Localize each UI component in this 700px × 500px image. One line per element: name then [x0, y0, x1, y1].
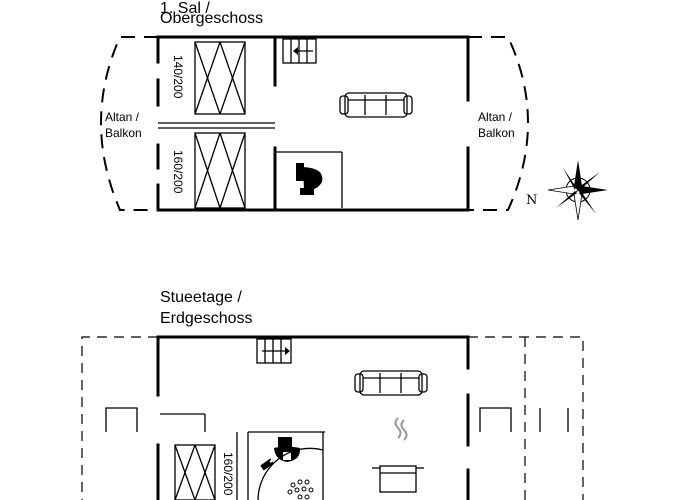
cooking-pot-icon — [372, 417, 424, 493]
chair-icon — [479, 407, 512, 432]
toilet-icon — [274, 437, 301, 462]
ground-floor-walls — [156, 335, 470, 500]
bed-size-label-upper-2: 160/200 — [171, 150, 185, 194]
sofa-icon — [339, 92, 413, 118]
compass-rose-icon — [547, 160, 608, 221]
ground-floor-title-line1: Stueetage / — [160, 289, 242, 306]
stairs-icon — [256, 338, 292, 364]
bed-icon — [174, 444, 216, 500]
upper-floor-title-line2: Obergeschoss — [160, 10, 263, 27]
balcony-left-label-line1: Altan / — [105, 110, 140, 124]
toilet-icon — [296, 163, 323, 195]
upper-floor: 1. Sal / Obergeschoss Altan / Balkon Alt… — [100, 0, 608, 221]
upper-floor-walls — [156, 35, 470, 212]
balcony-right-outline — [468, 36, 529, 211]
balcony-left-outline — [100, 36, 158, 211]
upper-floor-title-line1: 1. Sal / — [160, 0, 210, 17]
balcony-right-label-line2: Balkon — [478, 126, 515, 140]
shower-icon — [257, 447, 324, 500]
balcony-left-label-line2: Balkon — [105, 126, 142, 140]
bed-size-label-ground-1: 160/200 — [221, 452, 235, 496]
chair-icon — [105, 407, 138, 432]
compass-north-label: N — [526, 193, 537, 208]
terrace-right-outline — [468, 336, 584, 500]
ground-floor: Stueetage / Erdgeschoss — [81, 289, 584, 500]
balcony-right-label-line1: Altan / — [478, 110, 513, 124]
bed-size-label-upper-1: 140/200 — [171, 55, 185, 99]
terrace-left-outline — [81, 336, 158, 500]
bed-icon — [194, 41, 246, 115]
bed-icon — [194, 132, 246, 209]
stairs-icon — [282, 38, 317, 64]
sofa-icon — [354, 370, 428, 396]
ground-floor-title-line2: Erdgeschoss — [160, 310, 253, 327]
